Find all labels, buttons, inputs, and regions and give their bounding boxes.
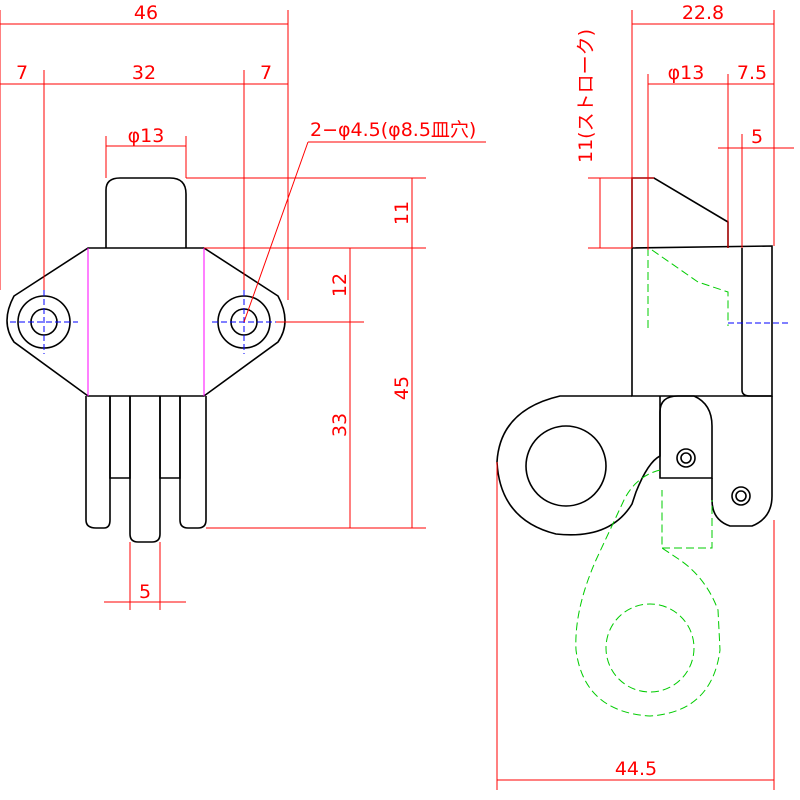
dim-front-7-left: 7 [16, 62, 28, 84]
side-top-block [631, 177, 729, 248]
dim-side-44-5: 44.5 [615, 758, 657, 780]
side-latch-lower [711, 396, 773, 527]
front-view [6, 177, 286, 543]
dim-side-22-8: 22.8 [682, 2, 724, 24]
front-tongue [129, 396, 161, 543]
side-hook [496, 395, 661, 536]
dim-front-46: 46 [134, 2, 158, 24]
front-leg-right [179, 396, 207, 529]
front-leg-left [85, 396, 111, 529]
side-hook-hole [525, 425, 607, 507]
dim-front-11: 11 [391, 201, 413, 225]
dim-side-phi13: φ13 [668, 62, 705, 84]
side-housing [631, 245, 773, 397]
side-pin-2-inner [735, 490, 747, 502]
dim-front-32: 32 [132, 62, 156, 84]
side-latch [659, 395, 713, 479]
side-pin-2 [731, 486, 751, 506]
dim-side-7-5: 7.5 [737, 62, 767, 84]
dim-front-5: 5 [139, 581, 151, 603]
front-dimensions: 46 7 32 7 φ13 2−φ4.5(φ8.5皿穴) 11 12 45 33… [0, 2, 486, 610]
dim-side-5: 5 [751, 126, 763, 148]
dim-front-7-right: 7 [260, 62, 272, 84]
side-view [496, 177, 773, 536]
side-housing-slot [741, 248, 772, 397]
side-pin [676, 448, 696, 468]
dim-front-12: 12 [329, 273, 351, 297]
side-pin-inner [680, 452, 692, 464]
front-centerlines [10, 290, 276, 354]
dim-side-stroke: 11(ストローク) [575, 29, 597, 163]
side-dimensions: 22.8 φ13 7.5 5 11(ストローク) 44.5 [496, 2, 794, 790]
dim-front-hole-note: 2−φ4.5(φ8.5皿穴) [310, 119, 476, 141]
front-inner-right [159, 396, 181, 479]
dim-front-45: 45 [391, 376, 413, 400]
dim-front-33: 33 [329, 413, 351, 437]
dim-front-phi13: φ13 [128, 125, 165, 147]
front-top-boss [105, 177, 187, 248]
front-inner-left [109, 396, 131, 479]
side-alt-position [575, 248, 729, 717]
